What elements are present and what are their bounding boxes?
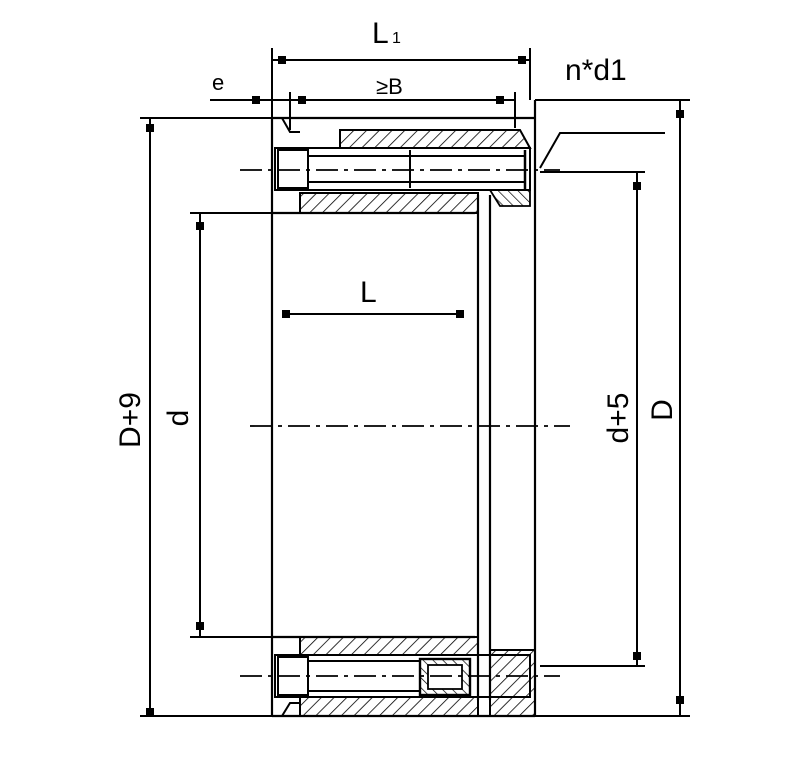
bottom-flange-section xyxy=(272,636,536,717)
dim-label-d: d xyxy=(162,410,195,427)
dimension-lines xyxy=(140,48,690,717)
top-flange-section xyxy=(272,117,532,214)
dim-label-L1: L xyxy=(372,17,389,50)
dim-label-e: e xyxy=(212,70,224,95)
dim-label-n-d1: n*d1 xyxy=(565,54,627,87)
center-lines xyxy=(240,169,570,677)
dimension-markers xyxy=(146,56,684,716)
dim-label-D-plus-9: D+9 xyxy=(114,392,147,448)
dim-label-L1-subscript: 1 xyxy=(392,30,401,47)
dim-label-d-plus-5: d+5 xyxy=(602,393,635,444)
dim-label-B: ≥B xyxy=(376,74,403,99)
dim-label-D: D xyxy=(646,399,679,421)
dim-label-L: L xyxy=(360,276,377,309)
